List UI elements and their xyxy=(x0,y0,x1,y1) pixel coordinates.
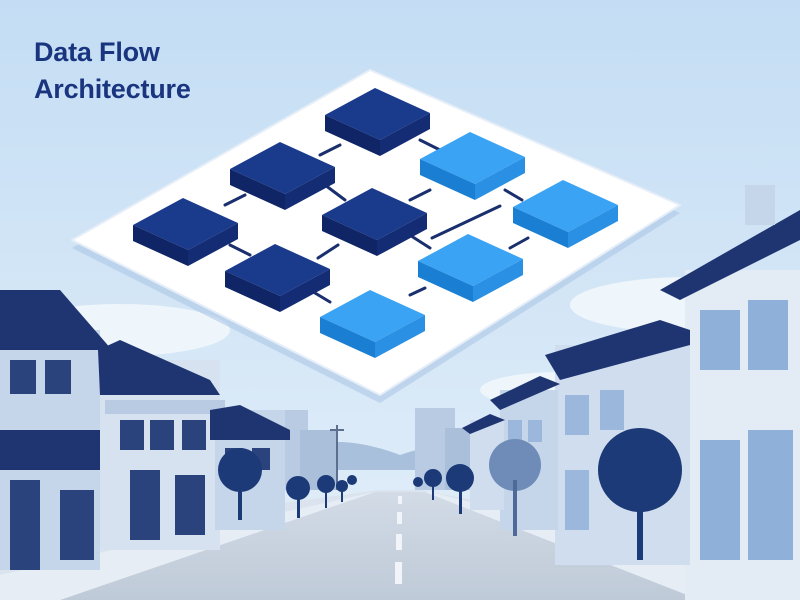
diagram-node-dark xyxy=(230,142,335,210)
diagram-node-light xyxy=(320,290,425,358)
left-trees xyxy=(218,448,357,520)
left-houses xyxy=(0,290,290,570)
diagram-connectors xyxy=(223,138,530,304)
right-trees xyxy=(413,428,682,560)
diagram-node-light xyxy=(513,180,618,248)
data-flow-diagram xyxy=(71,69,681,403)
diagram-node-light xyxy=(420,132,525,200)
right-houses xyxy=(462,185,800,600)
diagram-node-light xyxy=(418,234,523,302)
page-title: Data Flow Architecture xyxy=(34,34,191,108)
page-title-line-2: Architecture xyxy=(34,74,191,104)
diagram-node-dark xyxy=(133,198,238,266)
road-center-line xyxy=(395,496,402,584)
diagram-node-dark xyxy=(322,188,427,256)
road xyxy=(60,492,700,600)
diagram-node-dark xyxy=(325,88,430,156)
page-title-line-1: Data Flow xyxy=(34,37,160,67)
diagram-node-dark xyxy=(225,244,330,312)
